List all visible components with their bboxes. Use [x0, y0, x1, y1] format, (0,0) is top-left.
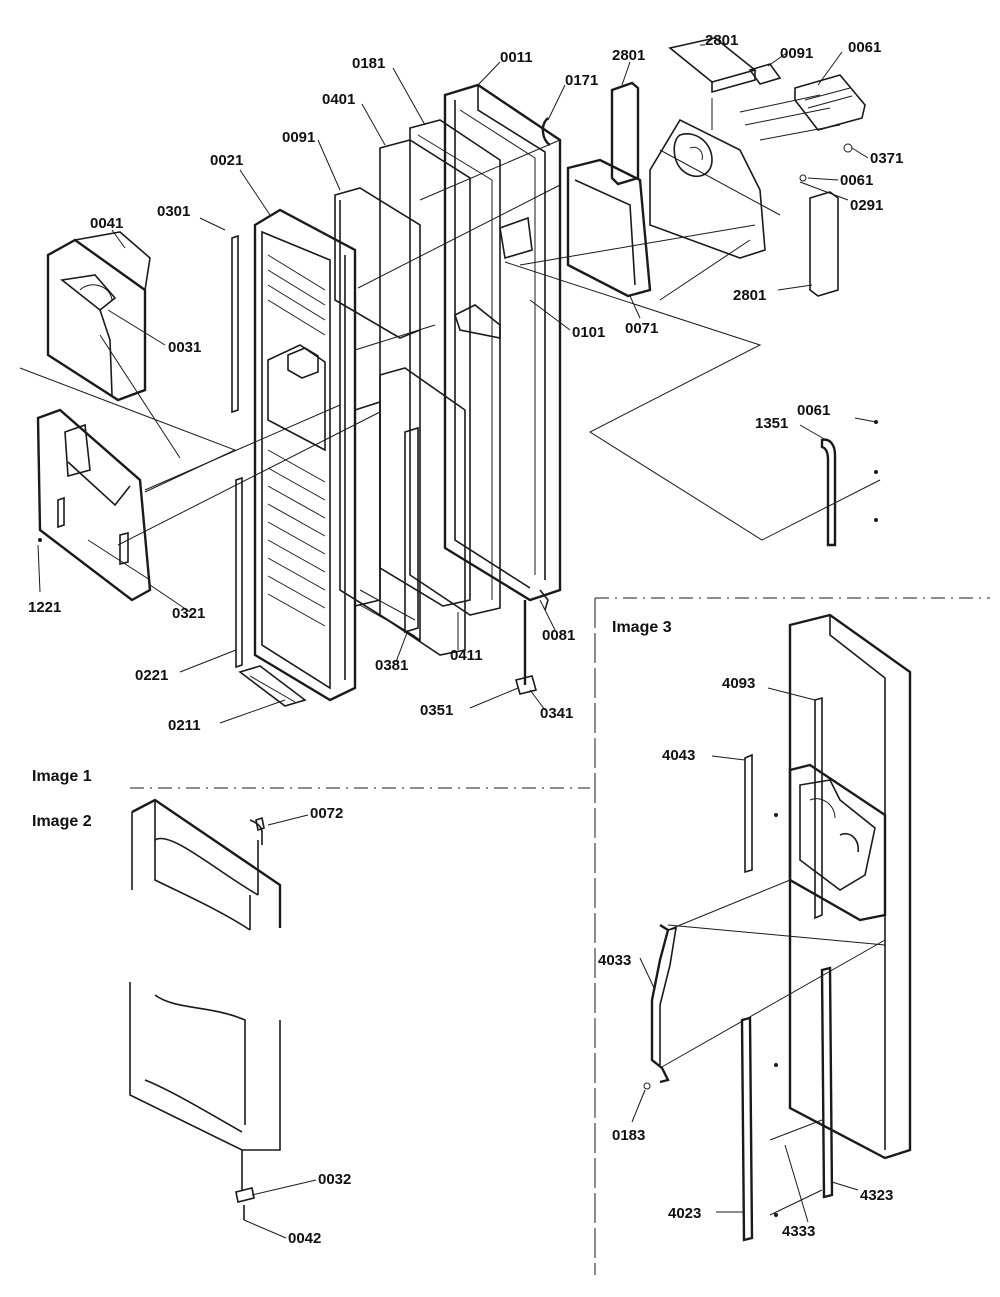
label-2801-top2: 2801: [705, 32, 738, 49]
label-0101: 0101: [572, 324, 605, 341]
label-0032: 0032: [318, 1171, 351, 1188]
label-0081: 0081: [542, 627, 575, 644]
inner-door-liner: [334, 187, 421, 642]
section-dividers: [130, 597, 990, 1275]
hinge-bracket-1351: [820, 420, 878, 547]
label-0042: 0042: [288, 1230, 321, 1247]
left-trim-strips: [231, 234, 243, 669]
label-0021: 0021: [210, 152, 243, 169]
image-1-leader-lines: [37, 44, 877, 724]
door-small-parts: [454, 216, 533, 339]
label-1351: 1351: [755, 415, 788, 432]
label-4323: 4323: [860, 1187, 893, 1204]
door-hinge-bottom: [515, 589, 549, 695]
label-0321: 0321: [172, 605, 205, 622]
label-0091-top: 0091: [780, 45, 813, 62]
dispenser-plate: [36, 408, 152, 602]
insulation-panels: [354, 367, 466, 656]
callout-labels: 0011 0181 0171 2801 2801 0091 0061 0401 …: [28, 32, 903, 1247]
label-0031: 0031: [168, 339, 201, 356]
label-2801-bottom: 2801: [733, 287, 766, 304]
image-2-assembly: [129, 798, 317, 1239]
bottom-trim: [238, 665, 307, 707]
label-0061-mid: 0061: [840, 172, 873, 189]
label-0351: 0351: [420, 702, 453, 719]
label-0091-left: 0091: [282, 129, 315, 146]
label-2801-top: 2801: [612, 47, 645, 64]
label-0011: 0011: [500, 49, 533, 66]
control-housing: [566, 37, 866, 298]
label-0291: 0291: [850, 197, 883, 214]
door-gasket: [379, 119, 501, 616]
label-0301: 0301: [157, 203, 190, 220]
label-0371: 0371: [870, 150, 903, 167]
label-0071: 0071: [625, 320, 658, 337]
label-0401: 0401: [322, 91, 355, 108]
label-0411: 0411: [450, 647, 483, 664]
label-4023: 4023: [668, 1205, 701, 1222]
label-0061-right: 0061: [797, 402, 830, 419]
door-liner-shelves: [253, 208, 357, 702]
image-titles: Image 1 Image 2 Image 3: [32, 619, 672, 830]
label-4093: 4093: [722, 675, 755, 692]
label-0211: 0211: [168, 717, 201, 734]
label-0171: 0171: [565, 72, 598, 89]
label-0221: 0221: [135, 667, 168, 684]
label-0072: 0072: [310, 805, 343, 822]
door-hinge-top: [541, 117, 551, 147]
label-4033: 4033: [598, 952, 631, 969]
label-0041: 0041: [90, 215, 123, 232]
dispenser-housing: [46, 231, 151, 402]
image-1-title: Image 1: [32, 768, 92, 785]
label-0381: 0381: [375, 657, 408, 674]
image-3-assembly: [631, 613, 912, 1242]
label-4333: 4333: [782, 1223, 815, 1240]
image-1-assembly: [19, 37, 881, 724]
label-0181: 0181: [352, 55, 385, 72]
perspective-guides: [19, 139, 881, 581]
label-0061-top: 0061: [848, 39, 881, 56]
image-3-title: Image 3: [612, 619, 672, 636]
image-2-title: Image 2: [32, 813, 92, 830]
label-4043: 4043: [662, 747, 695, 764]
label-0341: 0341: [540, 705, 573, 722]
screw-1221: [38, 538, 42, 542]
label-1221: 1221: [28, 599, 61, 616]
label-0183: 0183: [612, 1127, 645, 1144]
